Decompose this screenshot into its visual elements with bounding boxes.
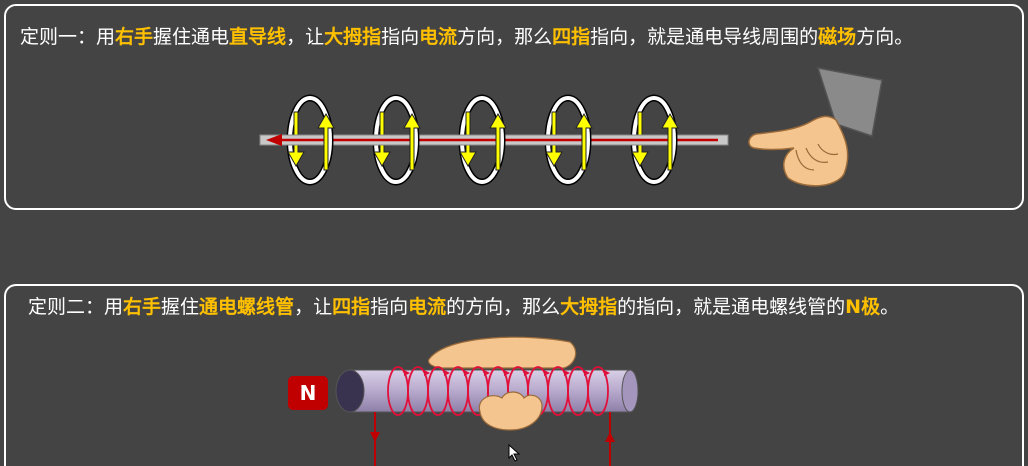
highlight-term: 通电螺线管 — [199, 296, 295, 318]
coil-current-arrow — [604, 370, 610, 376]
field-arrow-up — [575, 112, 593, 171]
rule-text-segment: 握住通电 — [153, 26, 230, 48]
rule-text-segment: 的方向，那么 — [446, 296, 561, 318]
field-loop-front — [395, 96, 418, 184]
highlight-term: 直导线 — [229, 26, 287, 48]
coil-current-arrow — [404, 370, 410, 376]
solenoid-diagram — [335, 336, 639, 466]
field-arrow-up — [489, 112, 507, 171]
coil-current-arrow — [524, 370, 530, 376]
highlight-term: 电流 — [408, 296, 447, 318]
coil-current-arrow — [544, 370, 550, 376]
field-loop-front — [653, 96, 676, 184]
mouse-cursor-icon — [508, 444, 521, 462]
solenoid-coil — [587, 366, 609, 416]
highlight-term: 磁场 — [818, 26, 857, 48]
coil-current-arrow — [564, 370, 570, 376]
coil-current-arrow — [424, 370, 430, 376]
rule-text-segment: 定则一：用 — [20, 26, 116, 48]
straight-wire-diagram — [259, 94, 729, 186]
right-hand-icon — [748, 67, 883, 187]
coil-current-arrow — [584, 370, 590, 376]
rule-text-segment: 方向。 — [856, 26, 914, 48]
field-loop-front — [567, 96, 590, 184]
n-pole-badge: N — [288, 376, 328, 410]
highlight-term: 右手 — [123, 296, 162, 318]
highlight-term: 四指 — [552, 26, 591, 48]
rule-one-text: 定则一：用右手握住通电直导线，让大拇指指向电流方向，那么四指指向，就是通电导线周… — [20, 22, 913, 49]
coil-current-arrow — [464, 370, 470, 376]
highlight-term: 大拇指 — [324, 26, 382, 48]
highlight-term: 四指 — [332, 296, 371, 318]
field-arrow-up — [403, 112, 421, 171]
rule-text-segment: 指向，就是通电导线周围的 — [590, 26, 819, 48]
coil-current-arrow — [444, 370, 450, 376]
rule-text-segment: ，让 — [294, 296, 333, 318]
rule-text-segment: 。 — [880, 296, 900, 318]
highlight-term: 右手 — [115, 26, 154, 48]
rule-two-text: 定则二：用右手握住通电螺线管，让四指指向电流的方向，那么大拇指的指向，就是通电螺… — [28, 292, 899, 319]
rule-text-segment: ，让 — [286, 26, 325, 48]
field-loop-front — [309, 96, 332, 184]
rule-text-segment: 的指向，就是通电螺线管的 — [617, 296, 846, 318]
hand-palm — [427, 336, 577, 369]
rule-text-segment: 指向 — [381, 26, 420, 48]
highlight-term: 大拇指 — [560, 296, 618, 318]
coil-current-arrow — [484, 370, 490, 376]
rule-text-segment: 握住 — [161, 296, 200, 318]
current-arrow — [266, 134, 282, 146]
rule-text-segment: 定则二：用 — [28, 296, 124, 318]
field-loop-front — [481, 96, 504, 184]
highlight-term: 电流 — [419, 26, 458, 48]
rule-text-segment: 指向 — [370, 296, 409, 318]
hand-fingers — [478, 391, 543, 431]
rule-text-segment: 方向，那么 — [457, 26, 553, 48]
field-arrow-up — [661, 112, 679, 171]
field-arrow-up — [317, 112, 335, 171]
highlight-term: N极 — [845, 296, 881, 318]
tube-left-end — [335, 369, 365, 413]
coil-current-arrow — [504, 370, 510, 376]
